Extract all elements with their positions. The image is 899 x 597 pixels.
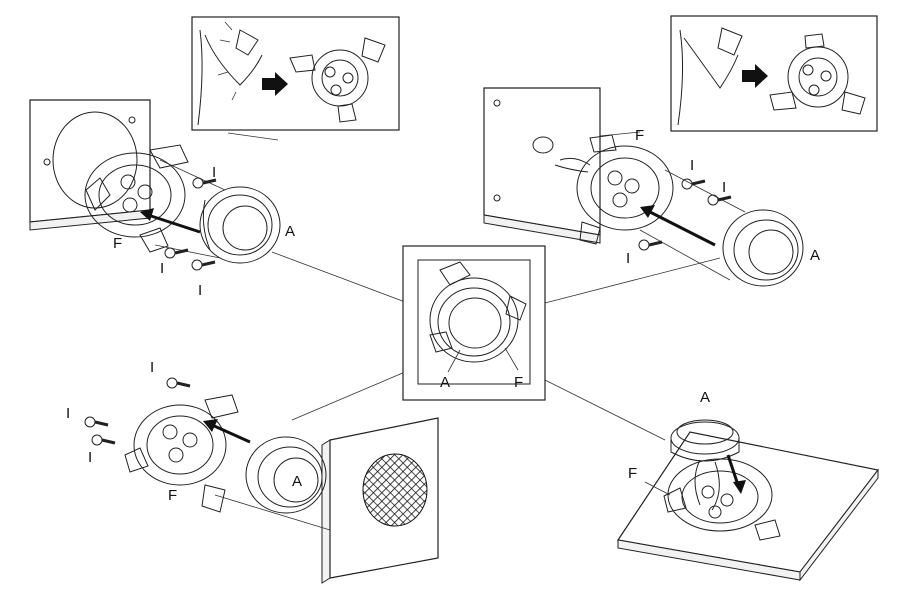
label-mount-plate-4: F [628, 465, 637, 482]
assembly-top-right: I I I F A [483, 87, 820, 287]
label-screw-1: I [212, 164, 216, 181]
label-knob-1: A [285, 223, 295, 240]
wall-panel-icon [483, 87, 601, 244]
label-mount-plate-2: F [635, 127, 644, 144]
right-arrow-icon [262, 72, 288, 96]
label-mount-plate-3: F [168, 487, 177, 504]
wall-panel-icon [616, 431, 880, 582]
detail-inset-top-right [670, 15, 878, 132]
mount-ring-icon [84, 144, 189, 253]
screw-icon [84, 377, 191, 446]
label-screw-7: I [150, 359, 154, 376]
knob-icon [722, 209, 804, 287]
knob-icon [670, 419, 740, 462]
label-knob-4: A [700, 389, 710, 406]
assembly-bottom-right: A F [616, 389, 880, 582]
wall-panel-icon [321, 417, 439, 584]
grille-icon [362, 453, 428, 527]
mount-ring-icon [663, 458, 781, 541]
detail-inset-top-left [191, 16, 400, 131]
right-arrow-icon [203, 419, 251, 444]
label-mount-plate-1: F [113, 235, 122, 252]
mount-ring-icon [429, 261, 527, 363]
right-arrow-icon [640, 205, 716, 247]
right-arrow-icon [742, 64, 768, 88]
screw-icon [638, 178, 732, 251]
label-screw-9: I [88, 449, 92, 466]
screw-icon [164, 177, 217, 271]
label-knob-2: A [810, 247, 820, 264]
knob-icon [199, 186, 281, 264]
label-knob-center: A [440, 374, 450, 391]
right-arrow-icon [140, 208, 201, 234]
label-screw-8: I [66, 405, 70, 422]
label-screw-5: I [722, 179, 726, 196]
label-screw-2: I [160, 260, 164, 277]
label-knob-3: A [292, 473, 302, 490]
center-view: A F [402, 245, 546, 401]
assembly-top-left: I I I F A [29, 99, 295, 299]
knob-icon [245, 436, 327, 514]
right-arrow-icon [726, 454, 746, 494]
label-screw-3: I [198, 282, 202, 299]
mount-ring-icon [124, 394, 239, 513]
mount-ring-icon [576, 134, 674, 245]
assembly-bottom-left: I I I F A [66, 359, 439, 584]
label-mount-plate-center: F [514, 374, 523, 391]
label-screw-6: I [626, 250, 630, 267]
label-screw-4: I [690, 157, 694, 174]
